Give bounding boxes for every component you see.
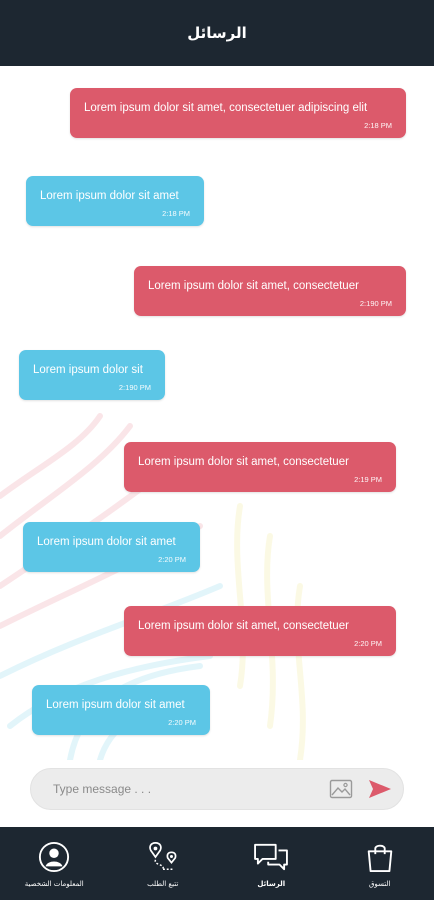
message-input[interactable]: [53, 782, 329, 796]
sent-message-bubble[interactable]: Lorem ipsum dolor sit amet, consectetuer…: [70, 88, 406, 138]
message-timestamp: 2:190 PM: [118, 383, 151, 392]
message-timestamp: 2:190 PM: [359, 299, 392, 308]
message-text: Lorem ipsum dolor sit amet, consectetuer…: [84, 102, 368, 114]
message-timestamp: 2:18 PM: [364, 121, 392, 130]
message-timestamp: 2:20 PM: [158, 555, 186, 564]
bottom-nav: المعلومات الشخصية تتبع الطلب الرسائل: [0, 827, 434, 900]
received-message-bubble[interactable]: Lorem ipsum dolor sit amet 2:20 PM: [23, 522, 200, 572]
nav-label: المعلومات الشخصية: [24, 879, 84, 888]
message-timestamp: 2:20 PM: [354, 639, 382, 648]
received-message-bubble[interactable]: Lorem ipsum dolor sit amet 2:18 PM: [26, 176, 204, 226]
app-header: الرسائل: [0, 0, 434, 66]
nav-item-track-order[interactable]: تتبع الطلب: [113, 840, 213, 888]
nav-item-profile[interactable]: المعلومات الشخصية: [4, 840, 104, 888]
message-composer: [30, 768, 404, 810]
message-timestamp: 2:18 PM: [162, 209, 190, 218]
message-list[interactable]: Lorem ipsum dolor sit amet, consectetuer…: [0, 66, 434, 760]
message-timestamp: 2:20 PM: [168, 718, 196, 727]
message-text: Lorem ipsum dolor sit: [33, 364, 143, 376]
message-text: Lorem ipsum dolor sit amet, consectetuer: [148, 280, 359, 292]
message-text: Lorem ipsum dolor sit amet: [37, 536, 176, 548]
user-circle-icon: [36, 840, 72, 874]
send-icon[interactable]: [367, 778, 393, 800]
message-text: Lorem ipsum dolor sit amet: [46, 699, 185, 711]
image-attach-icon[interactable]: [329, 779, 353, 799]
message-text: Lorem ipsum dolor sit amet, consectetuer: [138, 456, 349, 468]
message-timestamp: 2:19 PM: [354, 475, 382, 484]
received-message-bubble[interactable]: Lorem ipsum dolor sit amet 2:20 PM: [32, 685, 210, 735]
shopping-bag-icon: [362, 840, 398, 874]
route-tracking-icon: [145, 840, 181, 874]
nav-label: الرسائل: [257, 879, 286, 888]
page-title: الرسائل: [187, 24, 247, 42]
received-message-bubble[interactable]: Lorem ipsum dolor sit 2:190 PM: [19, 350, 165, 400]
chat-bubbles-icon: [253, 840, 289, 874]
nav-label: التسوق: [369, 879, 391, 888]
nav-item-messages[interactable]: الرسائل: [221, 840, 321, 888]
message-text: Lorem ipsum dolor sit amet: [40, 190, 179, 202]
sent-message-bubble[interactable]: Lorem ipsum dolor sit amet, consectetuer…: [124, 442, 396, 492]
message-text: Lorem ipsum dolor sit amet, consectetuer: [138, 620, 349, 632]
nav-item-shopping[interactable]: التسوق: [330, 840, 430, 888]
sent-message-bubble[interactable]: Lorem ipsum dolor sit amet, consectetuer…: [124, 606, 396, 656]
sent-message-bubble[interactable]: Lorem ipsum dolor sit amet, consectetuer…: [134, 266, 406, 316]
nav-label: تتبع الطلب: [147, 879, 179, 888]
